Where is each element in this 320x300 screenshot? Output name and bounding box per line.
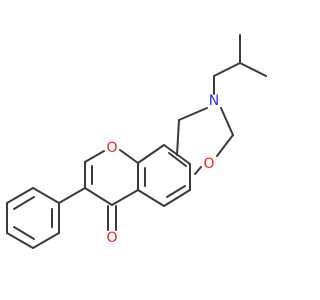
phenyl-double-bond <box>13 226 35 240</box>
phenyl-bond <box>32 232 60 249</box>
atom-label-layer: N O O O <box>106 93 219 246</box>
pyranone-bond <box>84 187 113 206</box>
phenyl-bond <box>6 187 34 204</box>
pyranone-bond <box>111 189 139 206</box>
oxazine-oxygen-label: O <box>203 156 214 172</box>
phenyl-bond <box>32 187 60 204</box>
bond-layer <box>6 34 267 249</box>
nitrogen-label: N <box>209 93 219 109</box>
molecule-canvas: N O O O <box>6 34 267 249</box>
oxazine-bond <box>216 134 234 157</box>
pyranone-bond <box>119 149 139 164</box>
oxazine-bond <box>178 107 208 121</box>
oxazine-bond <box>194 166 202 175</box>
aromatic-double-bond <box>168 152 187 167</box>
phenyl-attachment-bond <box>58 187 86 204</box>
chemical-structure-drawing: N O O O <box>6 34 267 249</box>
oxazine-bond <box>220 107 234 136</box>
carbonyl-oxygen-label: O <box>106 230 117 246</box>
aromatic-bond <box>137 144 165 164</box>
phenyl-double-bond <box>13 196 35 210</box>
aromatic-bond <box>137 189 165 207</box>
phenyl-bond <box>6 232 34 249</box>
oxazine-bond <box>176 119 180 156</box>
isobutyl-bond <box>213 62 241 77</box>
aromatic-bond <box>163 189 191 207</box>
aromatic-bond <box>163 144 191 165</box>
pyranone-bond <box>84 150 105 163</box>
pyran-oxygen-label: O <box>106 140 117 156</box>
isobutyl-bond <box>239 62 267 77</box>
aromatic-double-bond <box>166 185 186 198</box>
